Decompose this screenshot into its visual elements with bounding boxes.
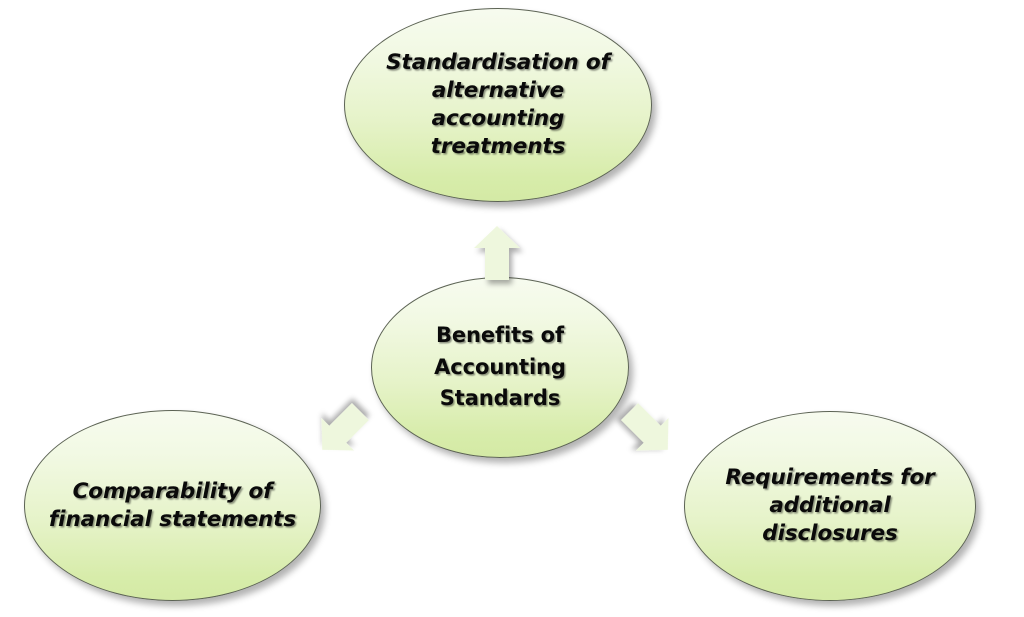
node-benefits-of-accounting-standards[interactable]: Benefits of Accounting Standards bbox=[371, 277, 629, 458]
node-label: Benefits of Accounting Standards bbox=[434, 323, 566, 411]
node-label: Comparability of financial statements bbox=[48, 478, 297, 532]
arrow-down-left-icon bbox=[305, 393, 379, 467]
node-standardisation-of-alternative-accounting-treatments[interactable]: Standardisation of alternative accountin… bbox=[344, 8, 652, 202]
node-label: Requirements for additional disclosures bbox=[725, 465, 935, 546]
node-requirements-for-additional-disclosures[interactable]: Requirements for additional disclosures bbox=[684, 411, 976, 601]
node-comparability-of-financial-statements[interactable]: Comparability of financial statements bbox=[24, 410, 321, 601]
arrow-down-right-icon bbox=[611, 393, 685, 467]
node-label: Standardisation of alternative accountin… bbox=[386, 50, 610, 159]
arrow-up-icon bbox=[473, 226, 521, 282]
